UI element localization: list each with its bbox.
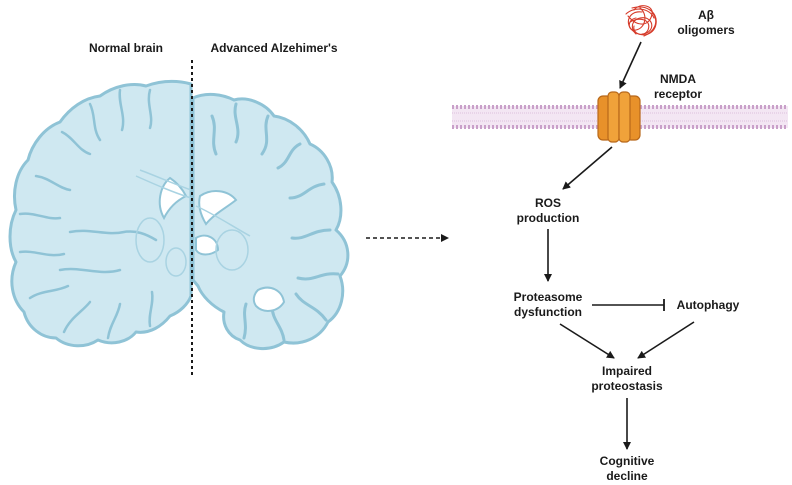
autophagy-label: Autophagy [676,298,740,312]
cognitive-decline-label: Cognitive decline [599,454,655,483]
ros-production-label: ROS production [516,196,580,225]
arrow-proteasome-to-proteostasis [559,323,615,359]
alzheimer-brain-hemisphere [191,92,350,350]
impaired-proteostasis-label: Impaired proteostasis [591,364,663,393]
proteasome-dysfunction-label: Proteasome dysfunction [513,290,583,319]
arrow-autophagy-to-proteostasis [637,321,695,359]
abeta-oligomer-icon [625,5,657,37]
normal-brain-label: Normal brain [88,41,163,55]
arrow-nmda-to-ros [562,146,613,190]
alzheimer-brain-label: Advanced Alzehimer's [210,41,338,55]
normal-brain-hemisphere [8,80,193,348]
inhibition-proteasome-to-autophagy [592,299,665,311]
nmda-receptor-icon [597,91,641,143]
arrow-abeta-to-nmda [619,41,642,89]
abeta-oligomers-label: Aβ oligomers [677,8,735,37]
nmda-receptor-label: NMDA receptor [653,72,703,101]
